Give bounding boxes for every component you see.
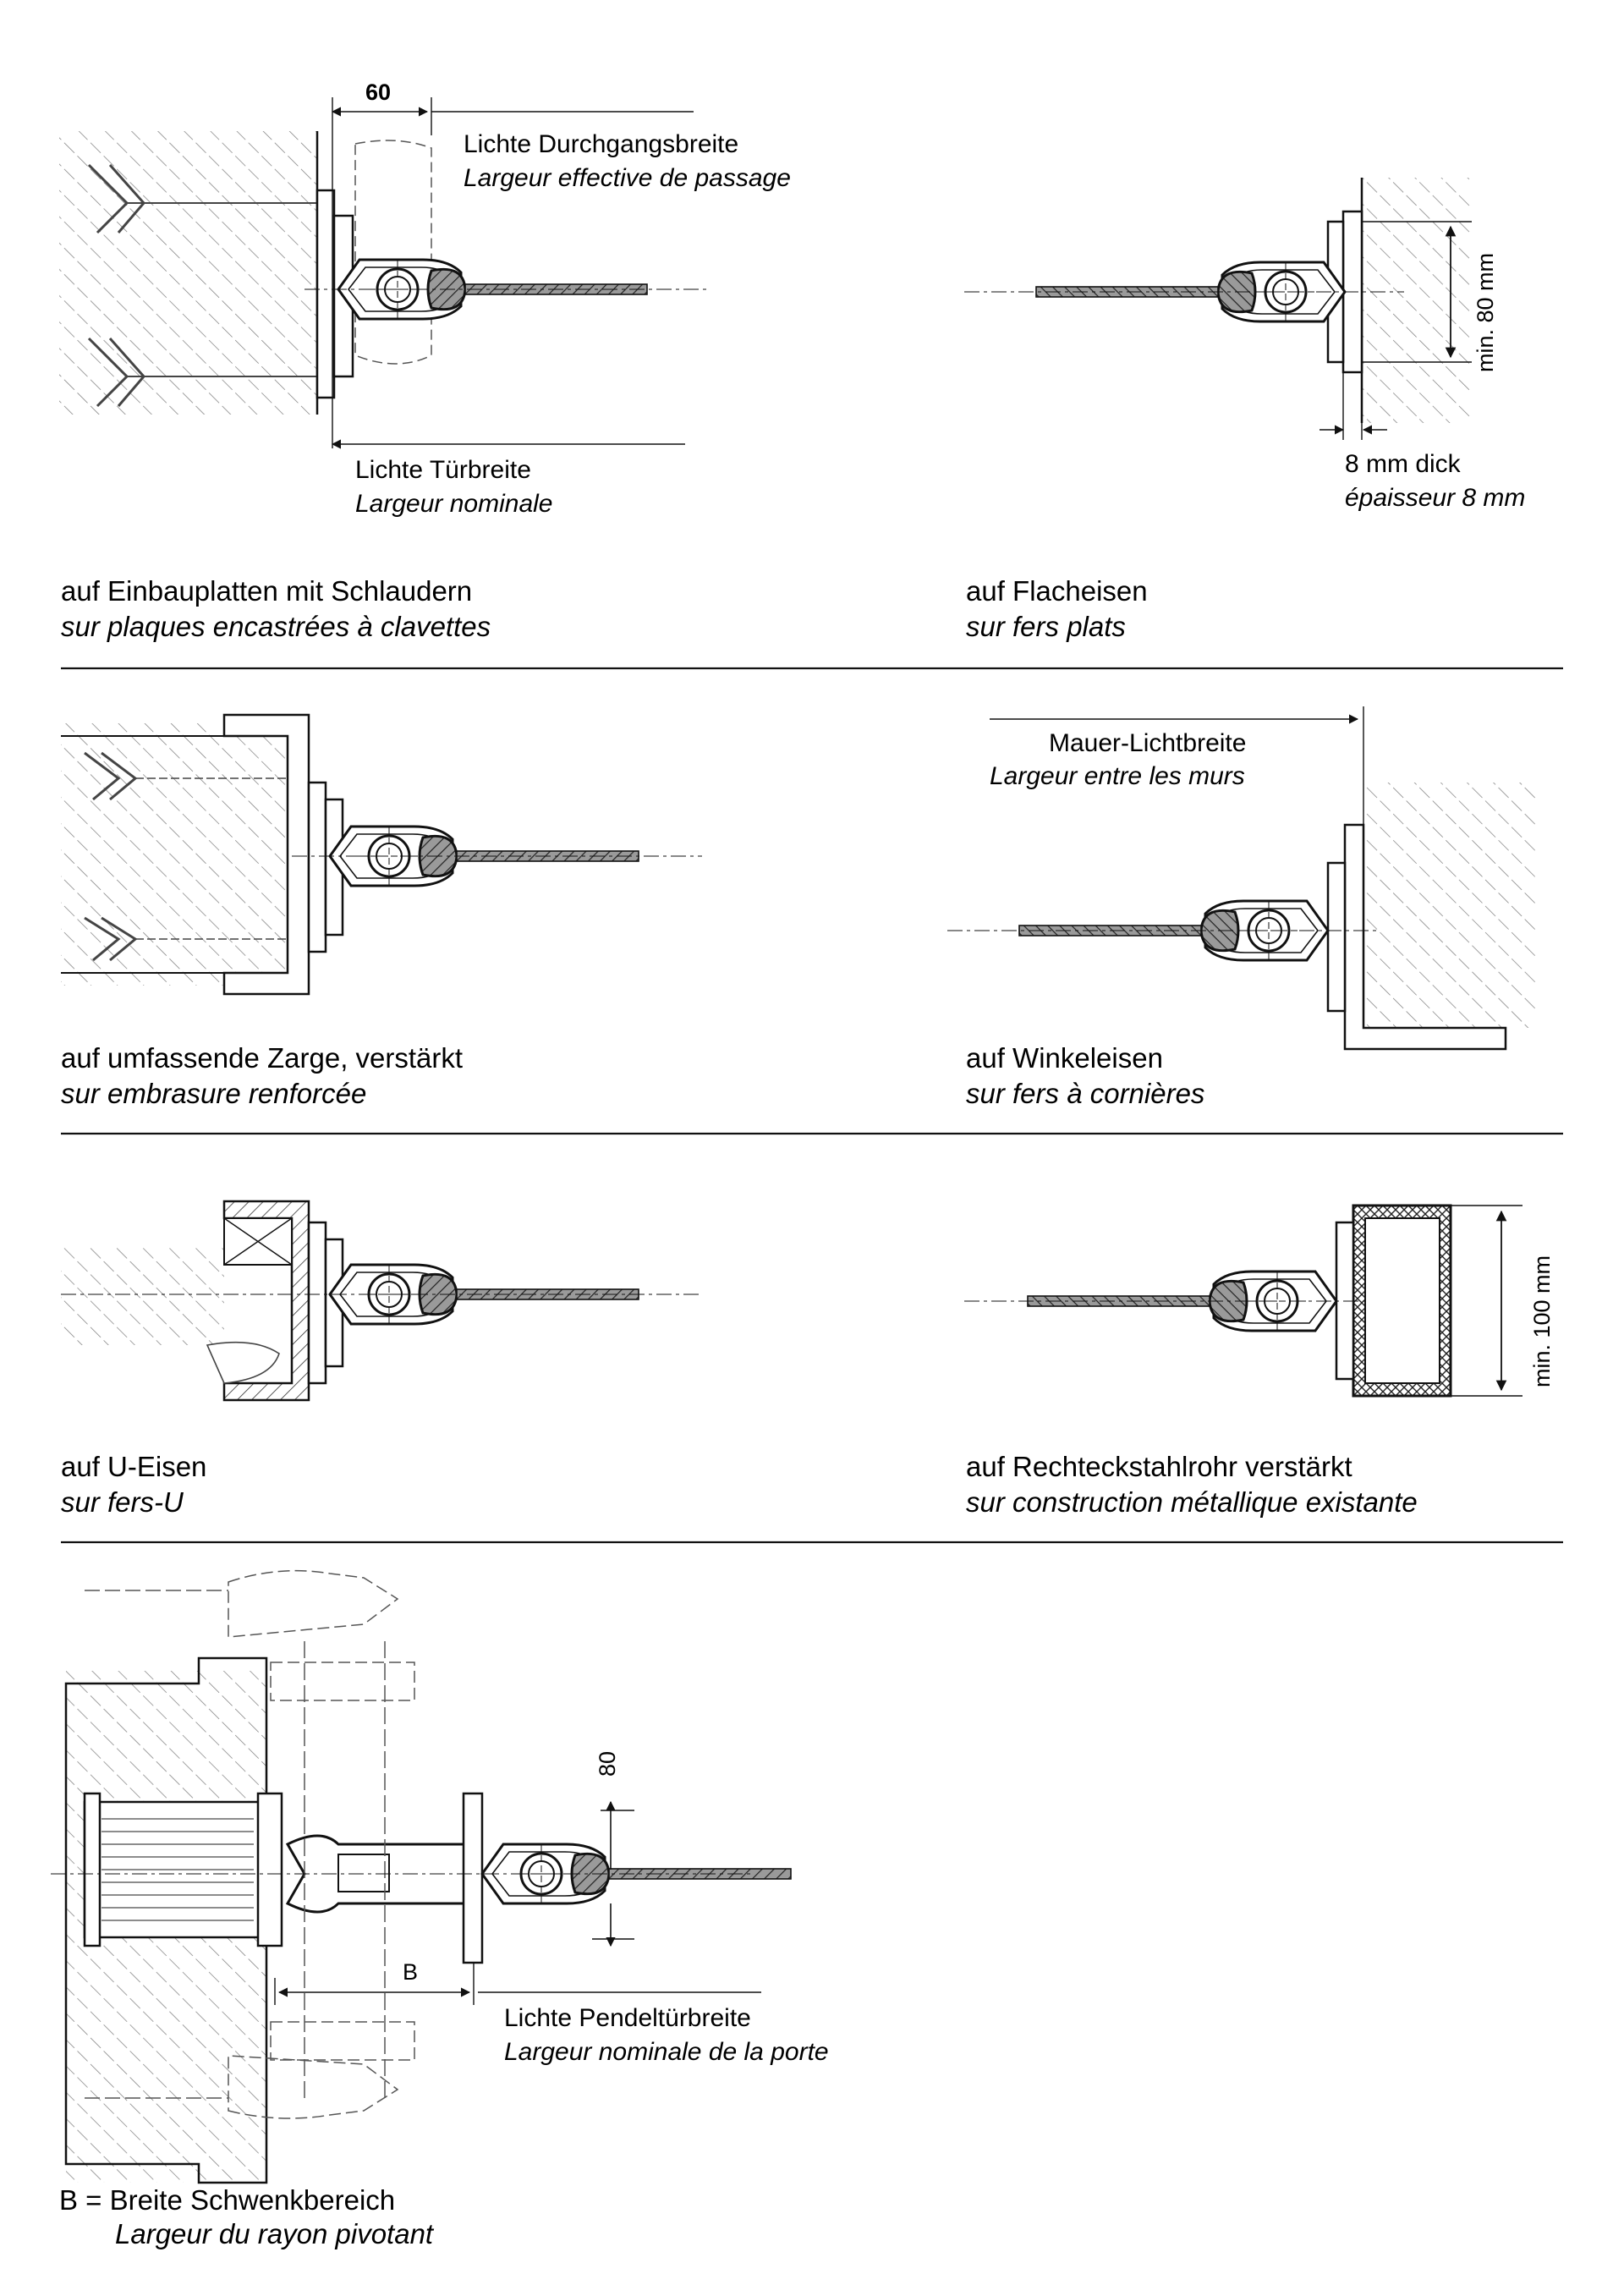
fig4-label-fr: Largeur entre les murs	[990, 762, 1245, 790]
fig7-legend-de: B = Breite Schwenkbereich	[59, 2184, 395, 2216]
fig6-caption-fr: sur construction métallique existante	[966, 1486, 1418, 1518]
figure-4-drawing	[947, 706, 1535, 1051]
fig2-caption-de: auf Flacheisen	[966, 575, 1148, 607]
fig6-dimension-min-100: min. 100 mm	[1529, 1255, 1555, 1387]
fig5-caption-de: auf U-Eisen	[61, 1451, 206, 1482]
fig4-caption-de: auf Winkeleisen	[966, 1042, 1163, 1074]
figure-6-drawing	[964, 1204, 1522, 1398]
figure-7-drawing	[51, 1569, 793, 2184]
figure-1-drawing	[59, 97, 710, 449]
fig3-caption-fr: sur embrasure renforcée	[61, 1078, 366, 1109]
fig7-legend-fr: Largeur du rayon pivotant	[115, 2218, 435, 2249]
fig1-dimension-60: 60	[365, 80, 391, 105]
fig7-label-de: Lichte Pendeltürbreite	[504, 2004, 751, 2032]
fig4-caption-fr: sur fers à cornières	[966, 1078, 1204, 1109]
figure-3-drawing	[61, 713, 702, 996]
fig1-label-1-fr: Largeur effective de passage	[464, 164, 791, 192]
fig2-label-de: 8 mm dick	[1345, 450, 1462, 478]
fig7-label-fr: Largeur nominale de la porte	[504, 2038, 829, 2066]
fig1-caption-de: auf Einbauplatten mit Schlaudern	[61, 575, 472, 607]
fig5-caption-fr: sur fers-U	[61, 1486, 184, 1518]
fig2-label-fr: épaisseur 8 mm	[1345, 484, 1525, 512]
fig1-label-1-de: Lichte Durchgangsbreite	[464, 130, 738, 158]
fig7-dimension-b: B	[403, 1959, 418, 1985]
fig2-caption-fr: sur fers plats	[966, 611, 1126, 642]
fig4-label-de: Mauer-Lichtbreite	[1049, 729, 1246, 757]
fig1-label-2-fr: Largeur nominale	[355, 490, 552, 518]
fig1-label-2-de: Lichte Türbreite	[355, 456, 531, 484]
fig6-caption-de: auf Rechteckstahlrohr verstärkt	[966, 1451, 1352, 1482]
fig7-dimension-80: 80	[595, 1751, 620, 1777]
fig1-caption-fr: sur plaques encastrées à clavettes	[61, 611, 491, 642]
fig3-caption-de: auf umfassende Zarge, verstärkt	[61, 1042, 463, 1074]
figure-5-drawing	[61, 1200, 702, 1402]
fig2-dimension-min-80: min. 80 mm	[1473, 253, 1498, 372]
figure-2-drawing	[964, 178, 1472, 440]
